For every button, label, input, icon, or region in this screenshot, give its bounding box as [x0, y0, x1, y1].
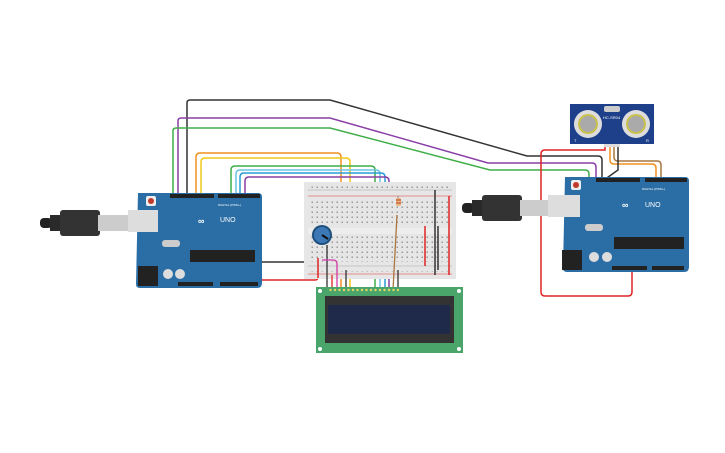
sensor-pin-r: R: [646, 138, 649, 143]
arduino-left-digital-label: DIGITAL (PWM~): [218, 203, 241, 207]
wire-blue-lcd[interactable]: [239, 172, 386, 290]
breadboard-holes: [310, 186, 450, 272]
wire-black-sensor-gnd[interactable]: [603, 145, 619, 181]
wire-red-sensor-vcc[interactable]: [540, 145, 633, 297]
wire-orange-trig[interactable]: [609, 145, 657, 180]
usb-cable-right: [462, 195, 550, 221]
lcd-16x2[interactable]: [316, 287, 463, 353]
usb-cable-left: [40, 210, 128, 236]
wire-green-lcd[interactable]: [230, 165, 376, 290]
arduino-right-digital-label: DIGITAL (PWM~): [642, 187, 665, 191]
arduino-right-uno-label: UNO: [645, 202, 661, 209]
sensor-label: HC-SR04: [603, 115, 621, 120]
wire-yellow[interactable]: [200, 157, 351, 290]
resistor[interactable]: [396, 196, 401, 206]
arduino-left-uno-label: UNO: [220, 217, 236, 224]
lcd-pins: [327, 288, 399, 292]
wire-purple-lcd[interactable]: [244, 176, 390, 290]
wire-green-long[interactable]: [172, 127, 590, 196]
arduino-right-logo: ∞: [622, 200, 629, 210]
ultrasonic-sensor[interactable]: HC-SR04 T R: [570, 104, 654, 147]
arduino-uno-left[interactable]: ∞ UNO DIGITAL (PWM~): [128, 193, 262, 288]
wire-orange[interactable]: [195, 152, 342, 290]
potentiometer[interactable]: [312, 225, 332, 245]
sensor-pin-t: T: [574, 138, 577, 143]
arduino-left-logo: ∞: [198, 216, 205, 226]
arduino-uno-right[interactable]: ∞ UNO DIGITAL (PWM~): [548, 177, 689, 272]
wire-pink-pot[interactable]: [322, 259, 338, 290]
wire-purple-long[interactable]: [177, 117, 597, 196]
wire-brown-echo[interactable]: [613, 145, 662, 180]
wire-black-long[interactable]: [186, 99, 603, 196]
wire-brown-resistor[interactable]: [392, 214, 398, 291]
